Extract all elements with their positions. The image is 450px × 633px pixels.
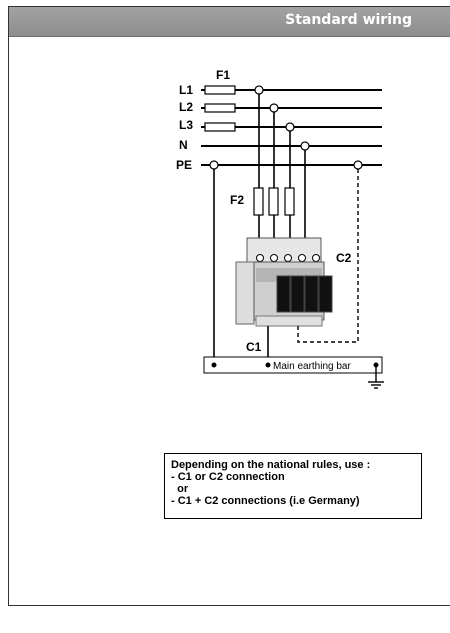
label-pe: PE (176, 158, 192, 172)
label-l1: L1 (179, 83, 193, 97)
fuse-f2-3 (284, 187, 295, 216)
label-c2: C2 (336, 251, 352, 265)
label-c1: C1 (246, 340, 262, 354)
note-line: Depending on the national rules, use : (171, 459, 371, 471)
fuse-f2-2 (268, 187, 279, 216)
fuse-f1-l3 (204, 122, 236, 132)
wiring-note: Depending on the national rules, use : -… (164, 453, 422, 519)
note-line: - C1 or C2 connection (171, 471, 285, 483)
fuse-f2-group (253, 187, 295, 216)
c2-wire (297, 169, 359, 343)
label-f2: F2 (230, 193, 244, 207)
junction-dots (209, 85, 363, 170)
content-frame (8, 6, 450, 606)
label-l2: L2 (179, 100, 193, 114)
surge-protector (235, 237, 333, 327)
label-n: N (179, 138, 188, 152)
fuse-f1-l1 (204, 85, 236, 95)
note-line: or (171, 483, 189, 495)
label-f1: F1 (216, 68, 230, 82)
header-bar: Standard wiring (9, 7, 450, 37)
fuse-f1-group (204, 85, 236, 132)
earthing-bar (203, 356, 383, 374)
note-line: - C1 + C2 connections (i.e Germany) (171, 495, 360, 507)
fuse-f1-l2 (204, 103, 236, 113)
label-l3: L3 (179, 118, 193, 132)
fuse-f2-1 (253, 187, 264, 216)
ground-icon (368, 365, 384, 389)
header-title: Standard wiring (285, 12, 412, 28)
earthing-bar-label: Main earthing bar (273, 361, 351, 372)
